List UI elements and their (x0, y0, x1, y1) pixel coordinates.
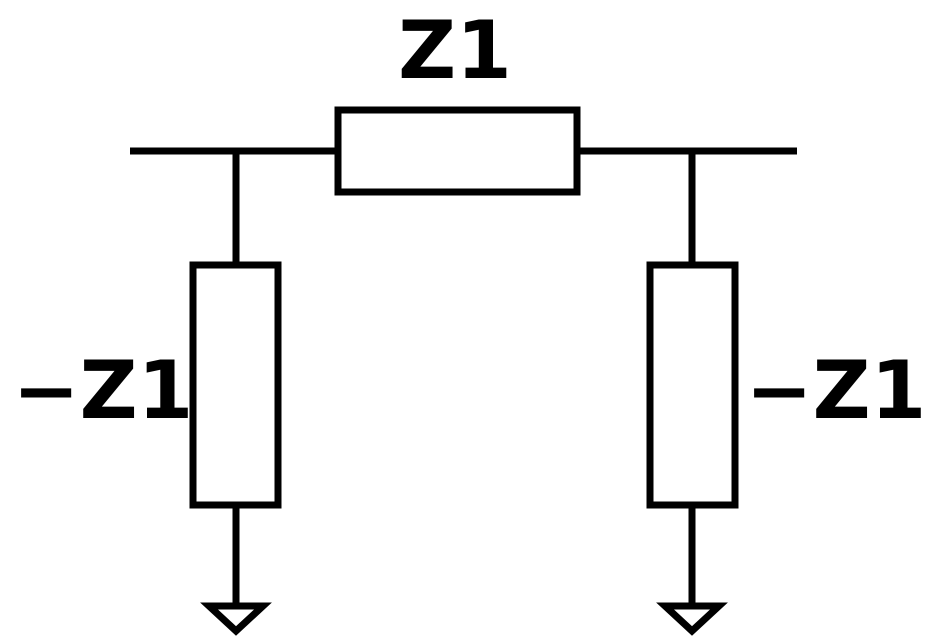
series-impedance-label: Z1 (398, 4, 512, 97)
left-ground-symbol (200, 602, 272, 636)
series-impedance (334, 106, 581, 196)
left-shunt-impedance-label: −Z1 (13, 344, 194, 437)
right-shunt-impedance-label: −Z1 (746, 344, 927, 437)
right-ground-symbol (656, 602, 728, 636)
right-shunt-impedance (646, 261, 739, 509)
left-shunt-impedance (189, 261, 282, 509)
